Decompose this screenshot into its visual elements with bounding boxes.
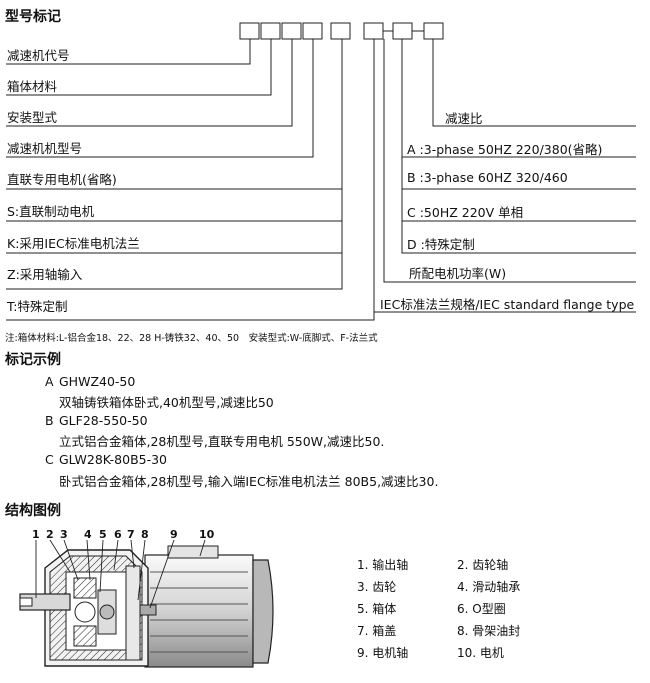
motor-end-cap: [252, 559, 274, 664]
label-reducer-model: 减速机机型号: [7, 141, 83, 156]
code-box-5: [330, 22, 351, 40]
label-direct-motor: 直联专用电机(省略): [7, 172, 117, 187]
section-title-examples: 标记示例: [5, 352, 61, 368]
terminal-box: [167, 545, 219, 559]
part-6: 6. O型圈: [457, 602, 506, 616]
example-b-letter: B: [45, 413, 54, 428]
example-b-code: GLF28-550-50: [59, 413, 148, 428]
label-iec-flange: K:采用IEC标准电机法兰: [7, 236, 140, 251]
label-voltage-a: A :3-phase 50HZ 220/380(省略): [407, 142, 603, 157]
part-3: 3. 齿轮: [357, 580, 397, 594]
label-voltage-d: D :特殊定制: [407, 237, 475, 252]
callout-6: 6: [114, 528, 122, 541]
gear-lower: [73, 625, 97, 647]
callout-4: 4: [84, 528, 92, 541]
label-voltage-b: B :3-phase 60HZ 320/460: [407, 170, 568, 185]
material-note: 注:箱体材料:L-铝合金18、22、28 H-铸铁32、40、50 安装型式:W…: [5, 333, 378, 344]
example-c-desc: 卧式铝合金箱体,28机型号,输入端IEC标准电机法兰 80B5,减速比30.: [59, 474, 439, 489]
label-brake-motor: S:直联制动电机: [7, 204, 95, 219]
example-b-desc: 立式铝合金箱体,28机型号,直联专用电机 550W,减速比50.: [59, 434, 385, 449]
part-1: 1. 输出轴: [357, 558, 409, 572]
callout-7: 7: [127, 528, 135, 541]
label-shaft-input: Z:采用轴输入: [7, 267, 83, 282]
label-housing-material: 箱体材料: [7, 79, 58, 94]
label-mounting-type: 安装型式: [7, 110, 58, 125]
part-2: 2. 齿轮轴: [457, 558, 509, 572]
part-8: 8. 骨架油封: [457, 624, 521, 638]
part-9: 9. 电机轴: [357, 646, 409, 660]
callout-10: 10: [199, 528, 215, 541]
example-a-code: GHWZ40-50: [59, 374, 136, 389]
housing-cover: [125, 565, 141, 661]
label-motor-power: 所配电机功率(W): [409, 266, 507, 281]
label-reducer-code: 减速机代号: [7, 48, 70, 63]
part-7: 7. 箱盖: [357, 624, 397, 638]
callout-3: 3: [60, 528, 68, 541]
example-c-letter: C: [45, 452, 54, 467]
section-title-structure: 结构图例: [5, 503, 61, 519]
part-10: 10. 电机: [457, 646, 504, 660]
label-ratio: 减速比: [445, 111, 483, 126]
gear-upper: [73, 577, 97, 599]
section-title-model: 型号标记: [5, 9, 61, 25]
example-c-code: GLW28K-80B5-30: [59, 452, 168, 467]
motor-body: [144, 554, 254, 668]
callout-9: 9: [170, 528, 178, 541]
part-5: 5. 箱体: [357, 602, 397, 616]
label-custom: T:特殊定制: [7, 299, 68, 314]
model-diagram-lines: [6, 22, 636, 321]
label-flange-type: IEC标准法兰规格/IEC standard flange type: [380, 297, 635, 312]
callout-8: 8: [141, 528, 149, 541]
callout-1: 1: [32, 528, 40, 541]
callout-5: 5: [99, 528, 107, 541]
example-a-letter: A: [45, 374, 54, 389]
label-voltage-c: C :50HZ 220V 单相: [407, 205, 524, 220]
example-a-desc: 双轴铸铁箱体卧式,40机型号,减速比50: [59, 395, 274, 410]
callout-2: 2: [46, 528, 54, 541]
part-4: 4. 滑动轴承: [457, 580, 521, 594]
